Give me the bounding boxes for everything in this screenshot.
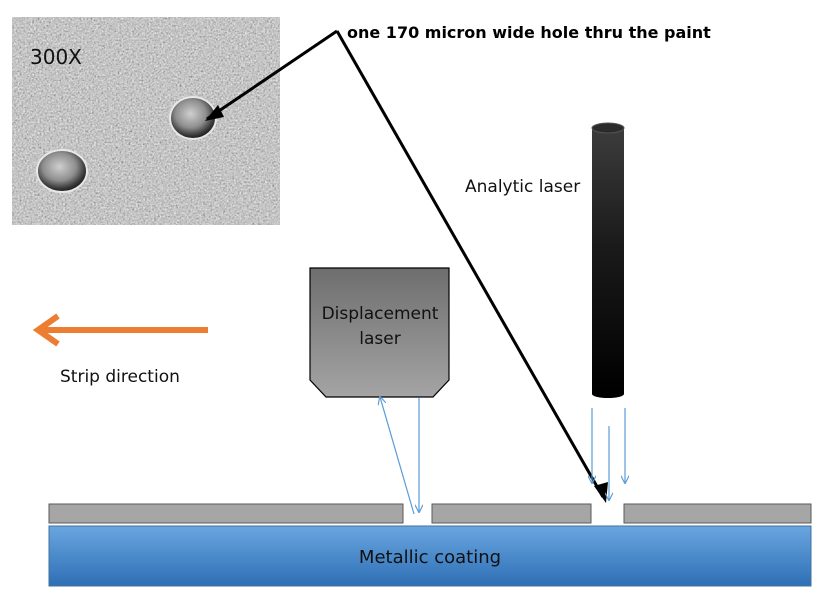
arrow-head-strip [594,482,608,503]
metallic-coating-label: Metallic coating [359,547,501,568]
displacement-laser-label-line2: laser [359,329,400,349]
paint-segment-right [623,503,812,524]
analytic-laser-beams [592,408,625,500]
strip-direction-arrow [32,313,208,347]
paint-segment-left [48,503,404,524]
displacement-laser-label-line1: Displacement [322,304,439,324]
metallic-coating: Metallic coating [48,525,812,587]
paint-layer [48,503,812,524]
strip-direction-label: Strip direction [60,367,180,387]
magnification-label: 300X [30,45,82,69]
displacement-laser: Displacement laser [309,267,450,398]
analytic-laser [591,122,625,398]
paint-segment-middle [431,503,592,524]
analytic-laser-label: Analytic laser [465,177,580,197]
hole-annotation: one 170 micron wide hole thru the paint [347,23,711,42]
annotation-arrow-to-photo [206,29,338,121]
arrow-head-photo [205,105,224,121]
displacement-laser-beams [380,397,419,515]
microscope-photo: 300X [12,17,280,225]
paint-hole-large [36,149,88,193]
annotation-arrow-to-strip [335,30,605,498]
